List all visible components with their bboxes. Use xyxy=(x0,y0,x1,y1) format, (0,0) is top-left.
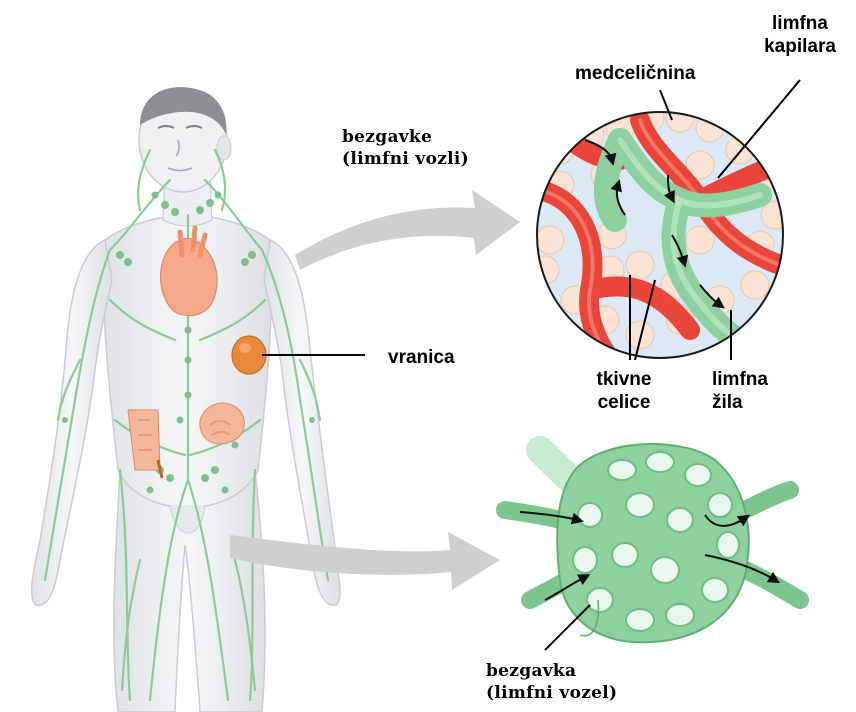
label-lymph-nodes-top-line1: bezgavke xyxy=(342,126,469,148)
label-tissue-cells-line2: celice xyxy=(574,391,674,414)
intestines-right xyxy=(200,403,245,444)
arrow-to-node xyxy=(230,532,500,590)
label-tissue-cells: tkivne celice xyxy=(574,368,674,414)
arrow-to-capillary xyxy=(295,190,520,270)
label-lymph-node-bottom: bezgavka (limfni vozel) xyxy=(486,660,617,704)
capillary-magnification xyxy=(531,104,790,370)
spleen xyxy=(232,336,266,374)
label-lymph-nodes-top: bezgavke (limfni vozli) xyxy=(342,126,469,170)
label-lymph-node-bottom-line2: (limfni vozel) xyxy=(486,682,617,704)
label-lymph-capillary: limfna kapilara xyxy=(752,12,848,58)
label-lymph-nodes-top-line2: (limfni vozli) xyxy=(342,148,469,170)
label-lymph-capillary-line1: limfna xyxy=(752,12,848,35)
label-lymph-capillary-line2: kapilara xyxy=(752,35,848,58)
label-lymph-vessel: limfna žila xyxy=(712,368,768,414)
label-lymph-vessel-line2: žila xyxy=(712,391,768,414)
lymph-node-illustration xyxy=(505,444,800,642)
label-spleen: vranica xyxy=(388,346,455,369)
human-body xyxy=(32,87,340,712)
label-lymph-node-bottom-line1: bezgavka xyxy=(486,660,617,682)
label-interstitial: medceličnina xyxy=(575,62,695,85)
label-lymph-vessel-line1: limfna xyxy=(712,368,768,391)
label-tissue-cells-line1: tkivne xyxy=(574,368,674,391)
lymph-node-pointer-line xyxy=(545,605,590,650)
